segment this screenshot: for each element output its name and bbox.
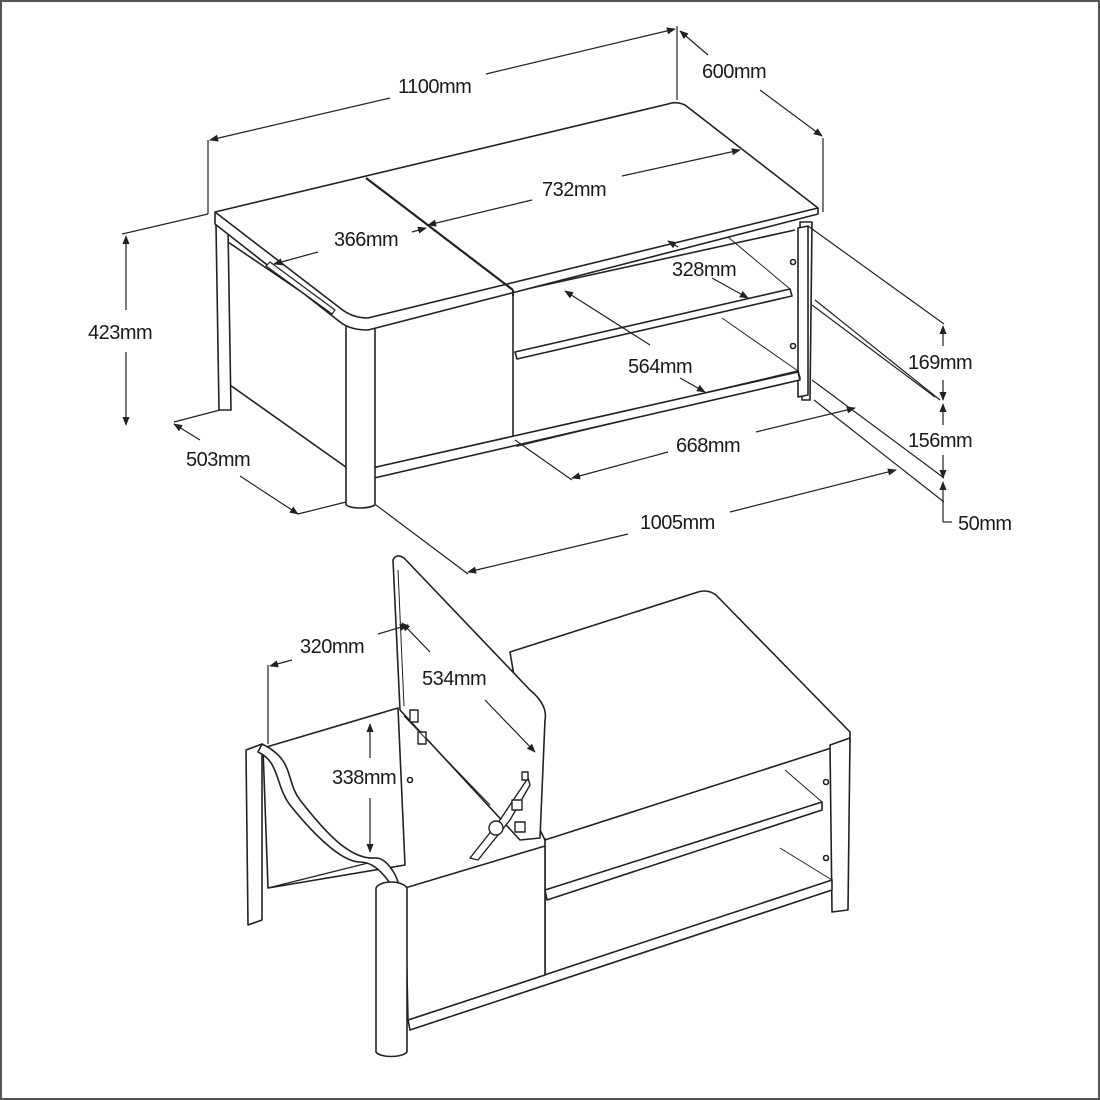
open-right-end-panel [829,737,851,913]
open-table-drawing [245,555,851,1058]
dim-503: 503mm [186,449,250,471]
dim-1005: 1005mm [640,512,715,534]
lid-handle-groove [265,261,336,315]
open-table-dimensions [267,622,536,853]
dim-338: 338mm [332,767,396,789]
dim-50: 50mm [958,513,1012,535]
closed-table-dimensions [121,26,952,575]
open-upper-shelf [544,801,823,901]
dim-328: 328mm [672,259,736,281]
dim-423: 423mm [88,322,152,344]
right-side-panel [797,225,809,398]
lid-lift-hinge [409,709,531,861]
open-left-end-panel [245,743,263,926]
open-front-leg [375,881,408,1058]
dim-600: 600mm [702,61,766,83]
left-rear-leg [215,224,232,411]
closed-table-drawing [214,101,819,509]
dim-1100: 1100mm [398,76,471,98]
curved-side-rail [257,743,399,887]
lid-split-line [365,177,514,291]
dim-668: 668mm [676,435,740,457]
front-leg [345,321,376,509]
dim-534: 534mm [422,668,486,690]
dim-732: 732mm [542,179,606,201]
upper-shelf [514,288,793,360]
open-lower-shelf [407,879,833,1031]
dim-169: 169mm [908,352,972,374]
dim-156: 156mm [908,430,972,452]
dim-320: 320mm [300,636,364,658]
tabletop [214,101,819,331]
dimension-labels: 1100mm 600mm 732mm 366mm 328mm 423mm 564… [88,61,1012,789]
dim-564: 564mm [628,356,692,378]
dim-366: 366mm [334,229,398,251]
open-compartment-back [262,707,406,889]
open-compartment-front [404,845,546,1021]
lifted-lid [392,555,547,841]
open-fixed-tabletop [509,590,851,841]
